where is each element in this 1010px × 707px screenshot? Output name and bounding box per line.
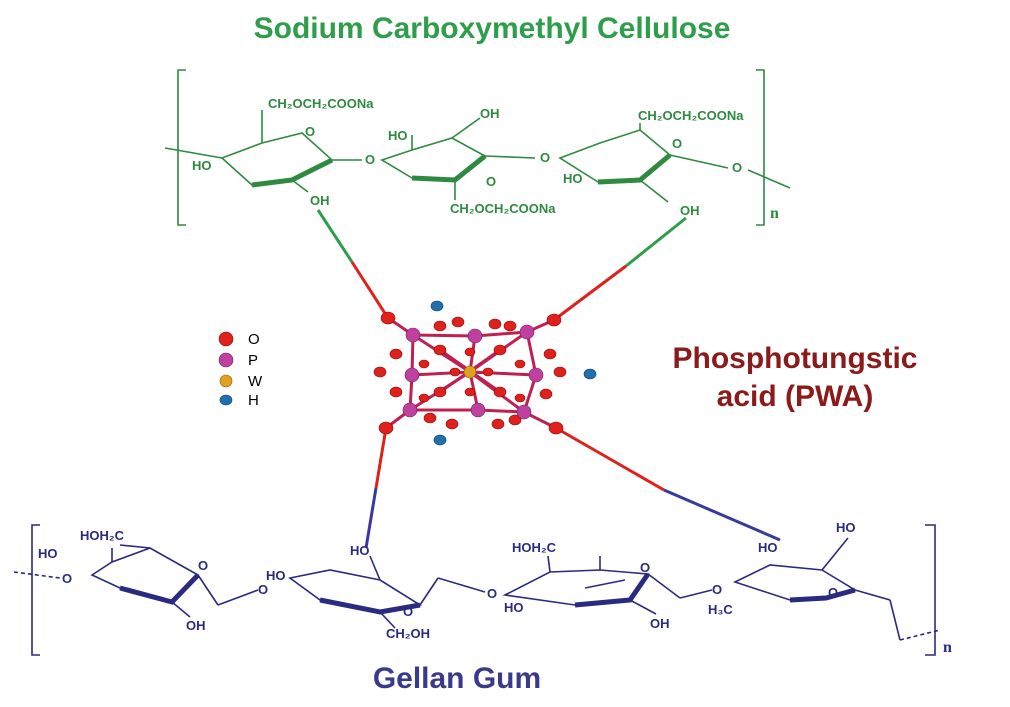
cmc-ho-1: HO — [192, 158, 212, 173]
cmc-oh-2: OH — [480, 106, 500, 121]
gellan-ho-4b: HO — [758, 540, 778, 555]
gellan-oh-3: OH — [650, 616, 670, 631]
cmc-sub-2: CH₂OCH₂COONa — [450, 201, 556, 216]
legend-label: O — [248, 331, 260, 348]
gellan-o-left: O — [62, 571, 72, 586]
gellan-o-ring-3: O — [640, 560, 650, 575]
gellan-ho-3: HO — [504, 600, 524, 615]
gellan-o-ring-2: O — [403, 604, 413, 619]
legend-item-phosphorus: P — [218, 352, 258, 369]
gellan-ho-4: HO — [836, 520, 856, 535]
cmc-ring-1 — [220, 132, 334, 186]
gellan-o-link-1: O — [258, 582, 268, 597]
gellan-ho-2b: HO — [266, 568, 286, 583]
cmc-pwa-bonds — [316, 209, 687, 322]
gellan-right-bracket — [925, 524, 936, 656]
cmc-o-ring-3: O — [672, 136, 682, 151]
gellan-left-bracket — [31, 524, 40, 656]
cmc-oh-3: OH — [680, 203, 700, 218]
tungsten-atom — [463, 365, 477, 379]
legend-item-oxygen: O — [218, 331, 260, 348]
legend-label: P — [248, 352, 258, 369]
cmc-ho-3: HO — [563, 171, 583, 186]
cmc-o-ring-1: O — [305, 124, 315, 139]
legend-label: H — [248, 392, 259, 409]
gellan-ho-1: HO — [38, 546, 58, 561]
cmc-left-bracket — [177, 69, 186, 226]
gellan-labels: HOH₂C HO O O OH O HO HO O CH₂OH O HOH₂C … — [38, 520, 952, 656]
gellan-title: Gellan Gum — [373, 662, 541, 695]
cmc-sub-3: CH₂OCH₂COONa — [638, 108, 744, 123]
cmc-repeat-n: n — [770, 205, 779, 222]
legend-label: W — [248, 373, 263, 390]
cmc-o-ring-2: O — [486, 174, 496, 189]
gellan-ho-2: HO — [350, 543, 370, 558]
cmc-structure — [164, 69, 791, 226]
gellan-o-link-2: O — [487, 586, 497, 601]
cmc-o-end: O — [732, 160, 742, 175]
gellan-o-ring-1: O — [198, 558, 208, 573]
cmc-ring-2 — [380, 137, 487, 181]
cmc-labels: CH₂OCH₂COONa CH₂OCH₂COONa CH₂OCH₂COONa H… — [192, 96, 779, 222]
gellan-ch2oh: CH₂OH — [386, 626, 430, 641]
legend: O P W H — [218, 331, 263, 409]
pwa-title-line1: Phosphotungstic — [673, 342, 918, 375]
gellan-o-link-3: O — [712, 582, 722, 597]
gellan-o-ring-4: O — [828, 585, 838, 600]
gellan-hoh2c-1: HOH₂C — [80, 528, 125, 543]
pwa-gellan-bonds — [364, 426, 781, 549]
cmc-o-link-1: O — [365, 152, 375, 167]
legend-item-hydrogen: H — [219, 392, 259, 409]
cmc-oh-1: OH — [310, 193, 330, 208]
cmc-o-link-2: O — [540, 150, 550, 165]
gellan-h3c: H₃C — [708, 602, 733, 617]
gellan-oh-1: OH — [186, 618, 206, 633]
cmc-ho-2: HO — [388, 128, 408, 143]
legend-item-tungsten: W — [219, 373, 263, 390]
cmc-sub-1: CH₂OCH₂COONa — [268, 96, 374, 111]
cmc-right-bracket — [756, 69, 765, 226]
pwa-cluster — [373, 300, 597, 446]
cmc-title: Sodium Carboxymethyl Cellulose — [254, 12, 731, 45]
gellan-hoh2c-2: HOH₂C — [512, 540, 557, 555]
gellan-structure — [13, 524, 941, 656]
pwa-title-line2: acid (PWA) — [717, 380, 874, 413]
gellan-repeat-n: n — [943, 639, 952, 656]
